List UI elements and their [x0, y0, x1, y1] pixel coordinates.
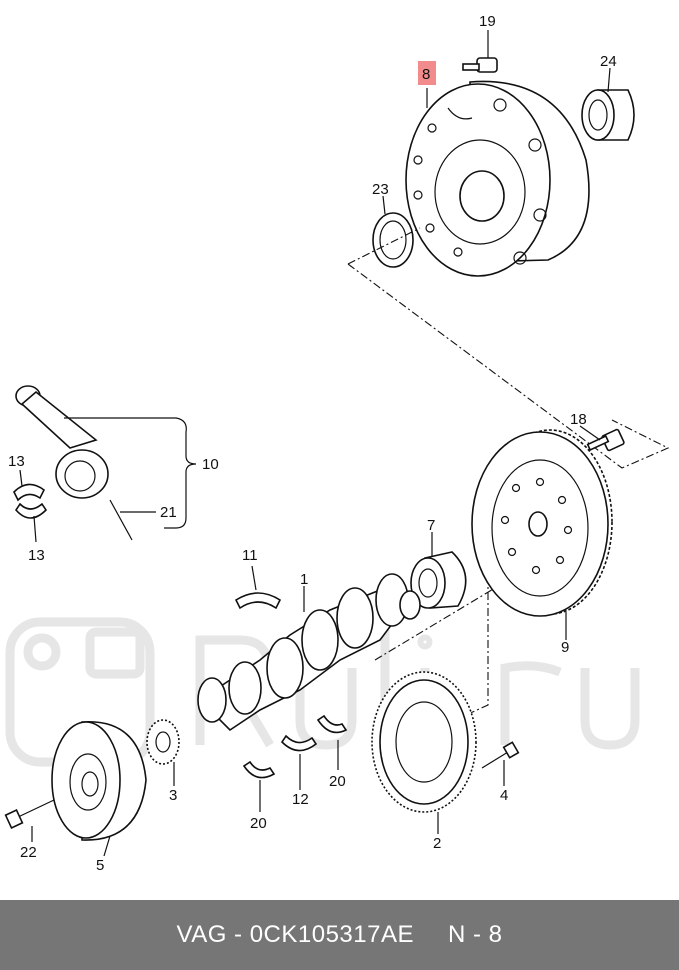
label-10-bracket [64, 417, 197, 529]
label-leaders [19, 30, 611, 857]
part-9-flywheel [471, 429, 613, 617]
parts-diagram: 19 24 8 23 18 7 9 10 13 13 21 11 1 3 12 … [4, 13, 670, 874]
label-13-bottom: 13 [28, 547, 45, 564]
label-18: 18 [570, 411, 587, 428]
label-5: 5 [96, 857, 104, 874]
footer-bar: VAG - 0CK105317AE N - 8 [0, 900, 679, 970]
part-22-bolt [4, 799, 55, 829]
part-19-bolt [462, 57, 498, 73]
part-2-ring-gear [371, 671, 477, 813]
label-23: 23 [372, 181, 389, 198]
label-4: 4 [500, 787, 508, 804]
diagram-position: N - 8 [448, 921, 503, 948]
highlight-box [418, 61, 436, 85]
part-24-bearing [581, 89, 635, 141]
label-22: 22 [20, 844, 37, 861]
label-1: 1 [300, 571, 308, 588]
part-18-bolt [586, 428, 625, 452]
part-10-connecting-rod [15, 385, 133, 541]
part-7-bearing [410, 551, 467, 609]
part-5-pulley [51, 721, 147, 841]
label-20-right: 20 [329, 773, 346, 790]
part-3-sprocket [146, 719, 180, 765]
part-4-bolt [481, 741, 520, 769]
label-19: 19 [479, 13, 496, 30]
part-8-drive-plate [405, 80, 590, 277]
label-21: 21 [160, 504, 177, 521]
part-code: VAG - 0CK105317AE [176, 921, 414, 948]
part-11-bearing-shell [234, 592, 282, 610]
label-8: 8 [422, 66, 430, 83]
part-12-bearing-shells [280, 734, 318, 752]
part-13-bearing-shells [13, 483, 48, 519]
label-2: 2 [433, 835, 441, 852]
label-13-top: 13 [8, 453, 25, 470]
label-12: 12 [292, 791, 309, 808]
label-11: 11 [242, 547, 258, 564]
label-9: 9 [561, 639, 569, 656]
label-3: 3 [169, 787, 177, 804]
label-20-left: 20 [250, 815, 267, 832]
part-20-thrust-washers [242, 714, 348, 779]
label-7: 7 [427, 517, 435, 534]
label-10: 10 [202, 456, 219, 473]
label-24: 24 [600, 53, 617, 70]
part-1-crankshaft [197, 573, 421, 732]
part-23-seal-ring [372, 212, 414, 268]
